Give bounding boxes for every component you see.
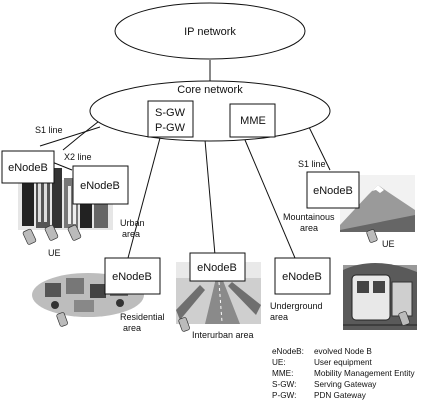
- legend-value-sgw: Serving Gateway: [314, 380, 377, 389]
- mme-box: [229, 103, 276, 138]
- enodeb-residential-label: eNodeB: [112, 271, 152, 283]
- s1-line-left-label: S1 line: [35, 125, 63, 135]
- legend-key-sgw: S-GW:: [272, 380, 296, 389]
- pgw-label: P-GW: [155, 122, 186, 134]
- ip-network: IP network: [114, 2, 306, 60]
- residential-area-label-2: area: [123, 323, 141, 333]
- ue-phone-underground: [398, 311, 410, 326]
- underground-area-label-2: area: [270, 312, 288, 322]
- legend-value-pgw: PDN Gateway: [314, 391, 367, 400]
- mountainous-area-label-2: area: [300, 223, 318, 233]
- urban-area-label-2: area: [122, 229, 140, 239]
- ue-phone-right: [366, 229, 378, 243]
- sgw-pgw-box: [147, 100, 194, 138]
- ue-right-label: UE: [382, 239, 395, 249]
- underground-area-label-1: Underground: [270, 301, 323, 311]
- ue-left-label: UE: [48, 248, 61, 258]
- x2-line-label: X2 line: [64, 152, 92, 162]
- enodeb-1: eNodeB: [1, 150, 55, 184]
- enodeb-residential: eNodeB: [104, 257, 161, 295]
- enodeb-underground: eNodeB: [274, 257, 331, 295]
- connection-lines: [39, 60, 331, 259]
- enodeb-interurban: eNodeB: [189, 252, 246, 282]
- legend: eNodeB: evolved Node B UE: User equipmen…: [272, 347, 415, 400]
- enodeb-mountain: eNodeB: [306, 171, 360, 209]
- legend-value-ue: User equipment: [314, 358, 373, 367]
- core-to-enodeb-2-link: [62, 117, 104, 151]
- s1-link-right: [307, 124, 331, 171]
- legend-value-enodeb: evolved Node B: [314, 347, 372, 356]
- ue-phone-residential: [56, 312, 68, 327]
- s1-link-left: [39, 126, 101, 147]
- residential-area-label-1: Residential: [120, 312, 165, 322]
- enodeb-1-label: eNodeB: [8, 162, 48, 174]
- legend-key-enodeb: eNodeB:: [272, 347, 304, 356]
- legend-key-mme: MME:: [272, 369, 293, 378]
- urban-area-label-1: Urban: [120, 218, 145, 228]
- core-to-residential-link: [127, 137, 161, 259]
- x2-link: [51, 161, 73, 171]
- legend-key-pgw: P-GW:: [272, 391, 296, 400]
- legend-value-mme: Mobility Management Entity: [314, 369, 415, 378]
- core-to-underground-link: [244, 139, 296, 259]
- ip-network-label: IP network: [184, 26, 236, 38]
- enodeb-2: eNodeB: [72, 165, 129, 205]
- s1-line-right-label: S1 line: [298, 159, 326, 169]
- enodeb-mountain-label: eNodeB: [313, 185, 353, 197]
- core-network-label: Core network: [177, 84, 243, 96]
- mountainous-area-label-1: Mountainous: [283, 212, 335, 222]
- enodeb-interurban-label: eNodeB: [197, 262, 237, 274]
- legend-key-ue: UE:: [272, 358, 286, 367]
- mme-label: MME: [240, 115, 266, 127]
- sgw-label: S-GW: [155, 107, 186, 119]
- enodeb-2-label: eNodeB: [80, 180, 120, 192]
- core-network: Core network S-GW P-GW MME: [89, 80, 331, 142]
- enodeb-underground-label: eNodeB: [282, 271, 322, 283]
- ue-phones-left: [22, 224, 82, 245]
- interurban-area-label: Interurban area: [192, 330, 254, 340]
- ue-phone-interurban: [178, 317, 190, 332]
- core-to-interurban-link: [204, 139, 216, 256]
